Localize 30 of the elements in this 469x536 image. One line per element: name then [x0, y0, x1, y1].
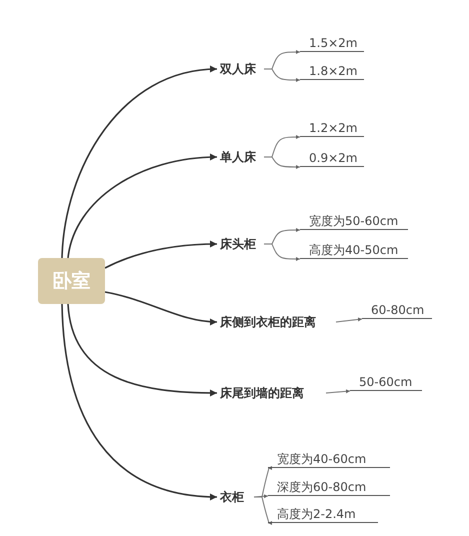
branch-label: 衣柜	[220, 489, 250, 505]
arrow	[104, 240, 218, 269]
branch-label: 床头柜	[220, 236, 260, 252]
arrow	[67, 304, 218, 396]
leaf-label: 50-60cm	[350, 375, 422, 391]
branch-label: 双人床	[220, 61, 260, 77]
arrow	[61, 304, 218, 500]
arrow	[104, 291, 218, 326]
connector	[336, 317, 362, 322]
leaf-label: 0.9×2m	[300, 151, 364, 167]
branch-label: 床尾到墙的距离	[220, 385, 322, 401]
leaf-label: 宽度为40-60cm	[268, 452, 390, 468]
leaf-label: 高度为2-2.4m	[268, 507, 378, 523]
leaf-label: 1.8×2m	[300, 64, 364, 80]
topic-box: 卧室	[38, 258, 105, 304]
connector	[264, 68, 300, 82]
leaf-label: 高度为40-50cm	[300, 243, 408, 259]
connector	[254, 496, 272, 525]
arrow	[67, 154, 218, 258]
leaf-label: 宽度为50-60cm	[300, 214, 408, 230]
leaf-label: 1.5×2m	[300, 36, 364, 52]
leaf-label: 60-80cm	[362, 303, 432, 319]
leaf-label: 深度为60-80cm	[268, 480, 390, 496]
leaf-label: 1.2×2m	[300, 121, 364, 137]
branch-label: 床侧到衣柜的距离	[220, 314, 332, 330]
arrow	[61, 66, 218, 258]
connector	[326, 389, 350, 394]
connector	[264, 156, 300, 169]
connector	[264, 244, 300, 261]
branch-label: 单人床	[220, 149, 260, 165]
